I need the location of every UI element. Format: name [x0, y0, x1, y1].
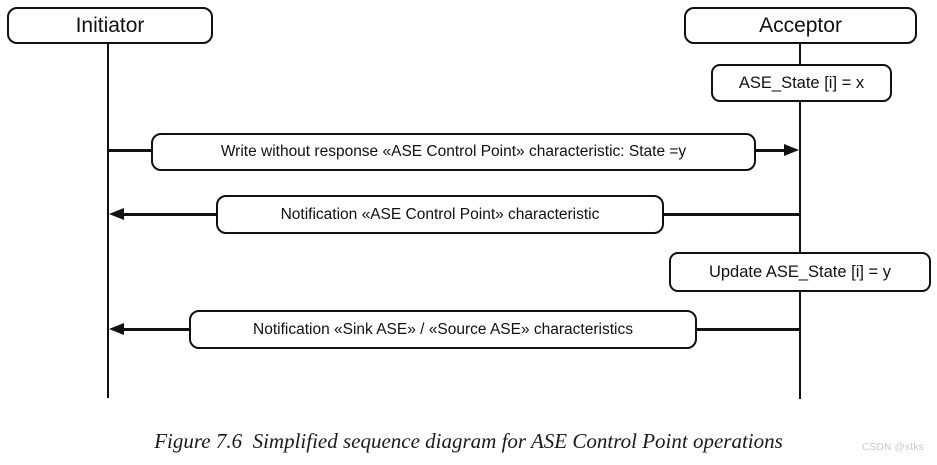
actor-box-acceptor: Acceptor: [684, 7, 917, 44]
message-1-label: Write without response «ASE Control Poin…: [151, 133, 756, 171]
message-1-arrowhead-right-icon: [784, 144, 799, 156]
state-note-ase-state: ASE_State [i] = x: [711, 64, 892, 102]
watermark: CSDN @stks: [861, 442, 924, 453]
message-2-line-left: [121, 213, 218, 216]
state-note-update-ase-state: Update ASE_State [i] = y: [669, 252, 931, 292]
message-3-arrowhead-left-icon: [109, 323, 124, 335]
message-1-line-right: [752, 149, 788, 152]
message-3-label: Notification «Sink ASE» / «Source ASE» c…: [189, 310, 697, 349]
figure-caption: Figure 7.6 Simplified sequence diagram f…: [154, 429, 783, 453]
message-2-label: Notification «ASE Control Point» charact…: [216, 195, 664, 234]
message-1-line-left: [108, 149, 153, 152]
actor-box-initiator: Initiator: [7, 7, 213, 44]
message-3-line-right: [691, 328, 800, 331]
message-2-arrowhead-left-icon: [109, 208, 124, 220]
message-3-line-left: [121, 328, 191, 331]
lifeline-initiator: [107, 43, 109, 398]
lifeline-acceptor: [799, 43, 801, 399]
message-2-line-right: [658, 213, 800, 216]
